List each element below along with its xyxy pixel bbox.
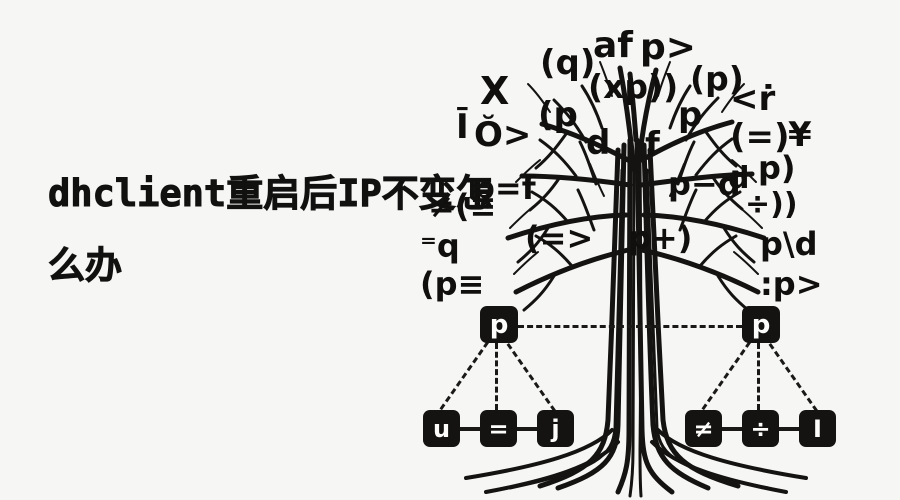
graph-node-parent-right: p bbox=[742, 306, 780, 343]
connector-u-to-equals bbox=[460, 427, 480, 431]
page-title: dhclient重启后IP不变怎 么办 bbox=[48, 158, 518, 302]
graph-node-parent-left: p bbox=[480, 306, 518, 343]
canopy-symbol: (q) bbox=[540, 43, 596, 83]
canopy-symbol: (=> bbox=[525, 219, 594, 257]
canopy-symbol: ≠(≡ bbox=[428, 187, 497, 225]
canopy-symbol: Ŏ> bbox=[474, 115, 532, 155]
canopy-symbol: (=) bbox=[730, 117, 790, 157]
graph-node-leaf-u: u bbox=[423, 410, 460, 447]
canopy-symbol: ⁼q bbox=[420, 227, 460, 265]
graph-node-leaf-noteq: ≠ bbox=[685, 410, 722, 447]
canopy-symbol: af bbox=[593, 25, 633, 66]
page-title-line-2: 么办 bbox=[48, 244, 123, 288]
canopy-symbol: d bbox=[728, 161, 750, 196]
canopy-symbol: (p) bbox=[690, 59, 744, 98]
connector-noteq-to-divide bbox=[722, 427, 742, 431]
canopy-symbol: f bbox=[645, 125, 660, 165]
canopy-symbol: Ī bbox=[456, 107, 469, 147]
connector-divide-to-i bbox=[779, 427, 799, 431]
connector-parent-to-parent bbox=[518, 325, 742, 328]
canopy-symbol: p\d bbox=[760, 225, 818, 263]
graph-node-leaf-equals: = bbox=[480, 410, 517, 447]
graph-node-leaf-divide: ÷ bbox=[742, 410, 779, 447]
canopy-symbol: <ṙ bbox=[730, 79, 776, 119]
canopy-symbol: (p≡ bbox=[420, 265, 485, 303]
graph-node-leaf-i: I bbox=[799, 410, 836, 447]
canopy-symbol: p) bbox=[758, 149, 796, 187]
canopy-symbol: d bbox=[586, 123, 611, 163]
graph-node-leaf-j: j bbox=[537, 410, 574, 447]
canopy-symbol: (p bbox=[538, 95, 578, 135]
canopy-symbol: p+) bbox=[628, 219, 693, 257]
canopy-symbol: (xp)) bbox=[588, 67, 679, 106]
connector-right-parent-to-divide bbox=[757, 343, 760, 410]
canopy-symbol: ¥ bbox=[788, 115, 812, 155]
page-title-line-1: dhclient重启后IP不变怎 bbox=[48, 172, 494, 216]
canopy-symbol: p=f bbox=[472, 169, 536, 207]
canopy-symbol: X bbox=[480, 69, 510, 113]
canopy-symbol: :p> bbox=[760, 265, 823, 303]
connector-left-parent-to-equals bbox=[495, 343, 498, 410]
canopy-symbol: ÷)) bbox=[745, 187, 798, 222]
canopy-symbol: p−d bbox=[668, 165, 741, 203]
canopy-symbol: p> bbox=[640, 27, 696, 68]
canopy-symbol: p bbox=[678, 95, 703, 135]
connector-equals-to-j bbox=[517, 427, 537, 431]
